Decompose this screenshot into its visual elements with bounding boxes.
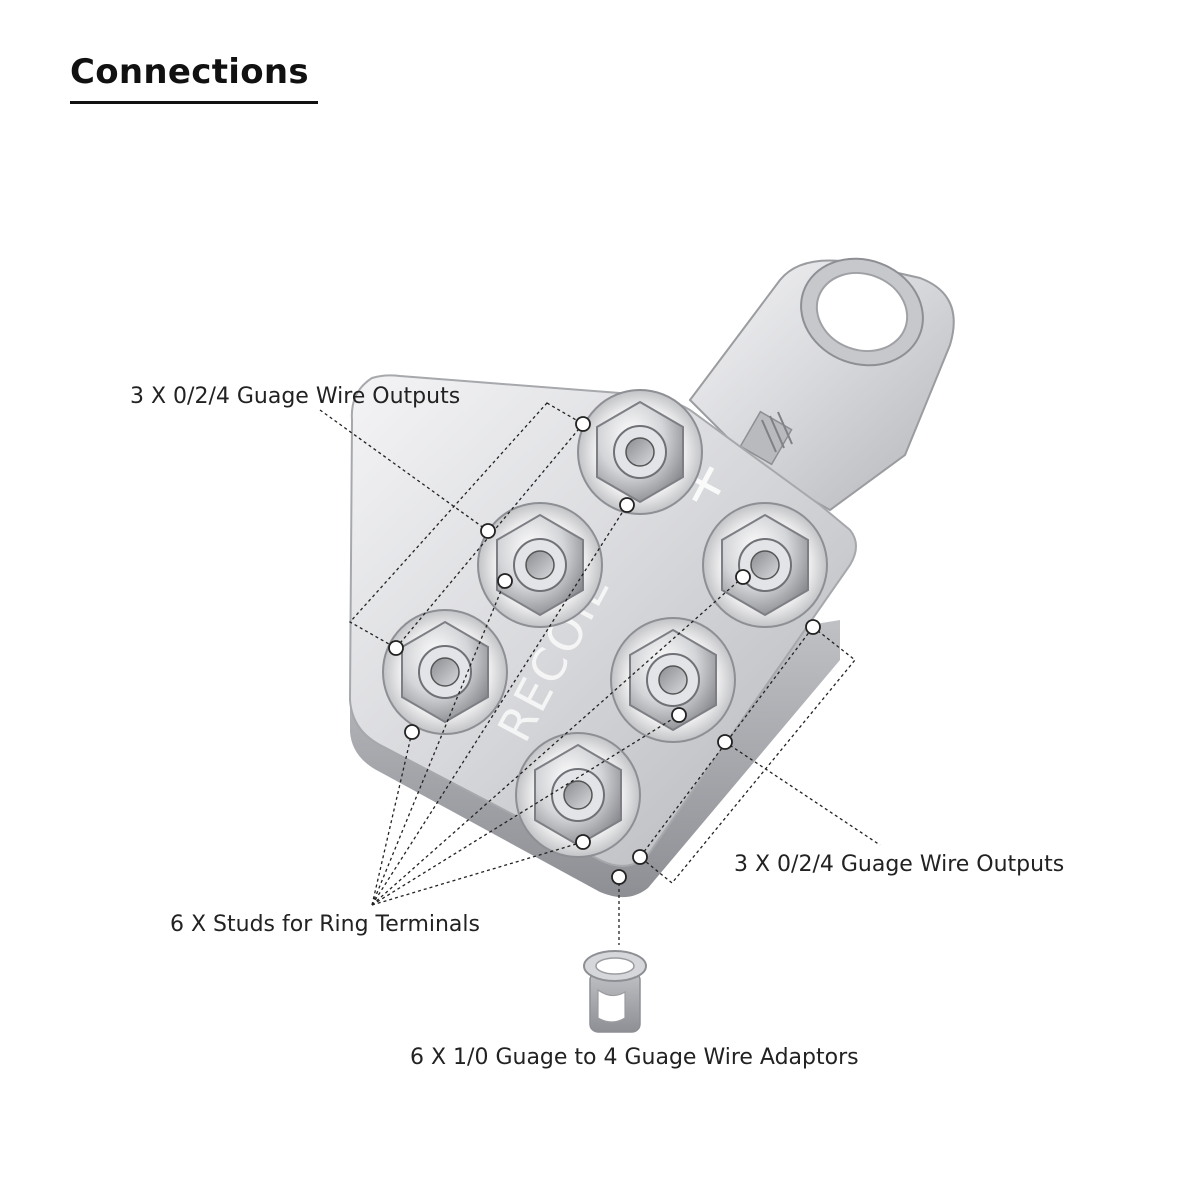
callout-bottom-outputs: 3 X 0/2/4 Guage Wire Outputs xyxy=(734,852,1065,877)
callout-studs: 6 X Studs for Ring Terminals xyxy=(170,912,480,937)
title-underline xyxy=(70,101,318,104)
wire-adaptor xyxy=(583,950,647,1033)
callout-line-adaptors xyxy=(611,869,627,945)
distribution-block: RECOIL + xyxy=(348,257,955,898)
callout-bracket-top-outputs xyxy=(319,402,591,656)
stud-3 xyxy=(382,609,508,735)
battery-clamp xyxy=(688,257,955,512)
stud-2 xyxy=(477,502,603,628)
stud-4 xyxy=(702,502,828,628)
callout-lines-studs xyxy=(371,497,751,906)
callout-bracket-bottom-outputs xyxy=(632,619,881,884)
stud-5 xyxy=(610,617,736,743)
page-title: Connections xyxy=(70,52,309,92)
stud-1 xyxy=(577,389,703,515)
stud-6 xyxy=(515,732,641,858)
callout-adaptors: 6 X 1/0 Guage to 4 Guage Wire Adaptors xyxy=(410,1045,859,1070)
callout-top-outputs: 3 X 0/2/4 Guage Wire Outputs xyxy=(130,384,461,409)
